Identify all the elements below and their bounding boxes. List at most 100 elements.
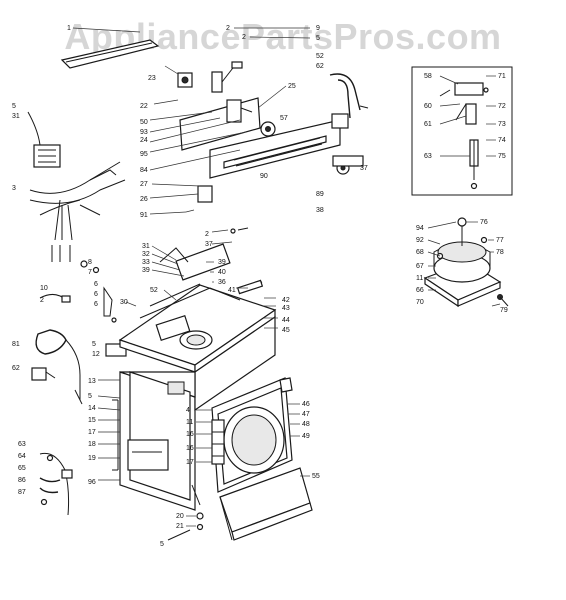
- part-label-65: 65: [18, 465, 26, 472]
- part-label-18: 18: [88, 441, 96, 448]
- part-label-17: 17: [88, 429, 96, 436]
- part-label-33: 33: [142, 259, 150, 266]
- part-label-5: 5: [92, 341, 96, 348]
- upper-right-inset: [411, 66, 513, 196]
- part-label-45: 45: [282, 327, 290, 334]
- part-label-16: 16: [186, 431, 194, 438]
- part-label-12: 12: [92, 351, 100, 358]
- part-label-96: 96: [88, 479, 96, 486]
- part-label-44: 44: [282, 317, 290, 324]
- part-label-58: 58: [424, 73, 432, 80]
- part-label-22: 22: [140, 103, 148, 110]
- part-label-30: 30: [120, 299, 128, 306]
- part-label-31: 31: [12, 113, 20, 120]
- part-label-17: 17: [186, 459, 194, 466]
- part-label-1: 1: [67, 25, 71, 32]
- part-label-68: 68: [416, 249, 424, 256]
- part-label-76: 76: [480, 219, 488, 226]
- part-label-11: 11: [186, 419, 193, 426]
- part-label-78: 78: [496, 249, 504, 256]
- part-label-40: 40: [218, 269, 226, 276]
- part-label-5: 5: [12, 103, 16, 110]
- control-console: [177, 61, 364, 213]
- part-label-61: 61: [424, 121, 432, 128]
- part-label-37: 37: [360, 165, 368, 172]
- part-label-94: 94: [416, 225, 424, 232]
- part-label-6: 6: [94, 281, 98, 288]
- part-label-31: 31: [142, 243, 150, 250]
- transmission-assembly: [423, 217, 509, 308]
- part-label-52: 52: [150, 287, 158, 294]
- part-label-27: 27: [140, 181, 148, 188]
- part-label-8: 8: [88, 259, 92, 266]
- part-label-16: 16: [186, 445, 194, 452]
- part-label-24: 24: [140, 137, 148, 144]
- part-label-62: 62: [316, 63, 324, 70]
- part-label-93: 93: [140, 129, 148, 136]
- part-label-81: 81: [12, 341, 20, 348]
- part-label-77: 77: [496, 237, 504, 244]
- part-label-92: 92: [416, 237, 424, 244]
- front-panel: [211, 377, 293, 493]
- part-label-32: 32: [142, 251, 150, 258]
- part-label-63: 63: [18, 441, 26, 448]
- part-label-67: 67: [416, 263, 424, 270]
- part-label-89: 89: [316, 191, 324, 198]
- part-label-37: 37: [205, 241, 213, 248]
- part-label-7: 7: [88, 269, 92, 276]
- part-label-55: 55: [312, 473, 320, 480]
- bottom-left-wiring: [39, 452, 73, 516]
- cabinet-top: [118, 227, 277, 374]
- part-label-39: 39: [218, 259, 226, 266]
- part-label-41: 41: [228, 287, 236, 294]
- part-label-11: 11: [416, 275, 423, 282]
- part-label-50: 50: [140, 119, 148, 126]
- top-rail: [60, 39, 160, 69]
- part-label-6: 6: [94, 301, 98, 308]
- left-small-parts: [31, 260, 127, 405]
- part-label-23: 23: [148, 75, 156, 82]
- part-label-72: 72: [498, 103, 506, 110]
- part-label-60: 60: [424, 103, 432, 110]
- part-label-26: 26: [140, 196, 148, 203]
- part-label-5: 5: [88, 393, 92, 400]
- part-label-75: 75: [498, 153, 506, 160]
- part-label-13: 13: [88, 378, 96, 385]
- part-label-48: 48: [302, 421, 310, 428]
- part-label-47: 47: [302, 411, 310, 418]
- part-label-52: 52: [316, 53, 324, 60]
- part-label-86: 86: [18, 477, 26, 484]
- part-label-84: 84: [140, 167, 148, 174]
- part-number-labels: 1 2 2 2 9 5 52 62 5 31 3 23 22 50 93 24 …: [12, 25, 508, 548]
- part-label-66: 66: [416, 287, 424, 294]
- part-label-42: 42: [282, 297, 290, 304]
- part-label-21: 21: [176, 523, 184, 530]
- part-label-19: 19: [88, 455, 96, 462]
- part-label-87: 87: [18, 489, 26, 496]
- part-label-74: 74: [498, 137, 506, 144]
- part-label-36: 36: [218, 279, 226, 286]
- part-label-10: 10: [40, 285, 48, 292]
- part-label-4: 4: [186, 407, 190, 414]
- part-label-9: 9: [316, 25, 320, 32]
- part-label-57: 57: [280, 115, 288, 122]
- part-label-2: 2: [226, 25, 230, 32]
- part-label-64: 64: [18, 453, 26, 460]
- part-label-2: 2: [205, 231, 209, 238]
- cabinet-body: [112, 315, 276, 541]
- part-label-46: 46: [302, 401, 310, 408]
- part-label-38: 38: [316, 207, 324, 214]
- kick-plate: [219, 467, 313, 541]
- part-label-91: 91: [140, 212, 148, 219]
- part-label-3: 3: [12, 185, 16, 192]
- part-label-25: 25: [288, 83, 296, 90]
- hinge-bracket: [329, 73, 369, 129]
- part-label-43: 43: [282, 305, 290, 312]
- part-label-2: 2: [40, 297, 44, 304]
- part-label-70: 70: [416, 299, 424, 306]
- wiring-harness: [27, 111, 126, 262]
- part-label-2: 2: [242, 34, 246, 41]
- part-label-95: 95: [140, 151, 148, 158]
